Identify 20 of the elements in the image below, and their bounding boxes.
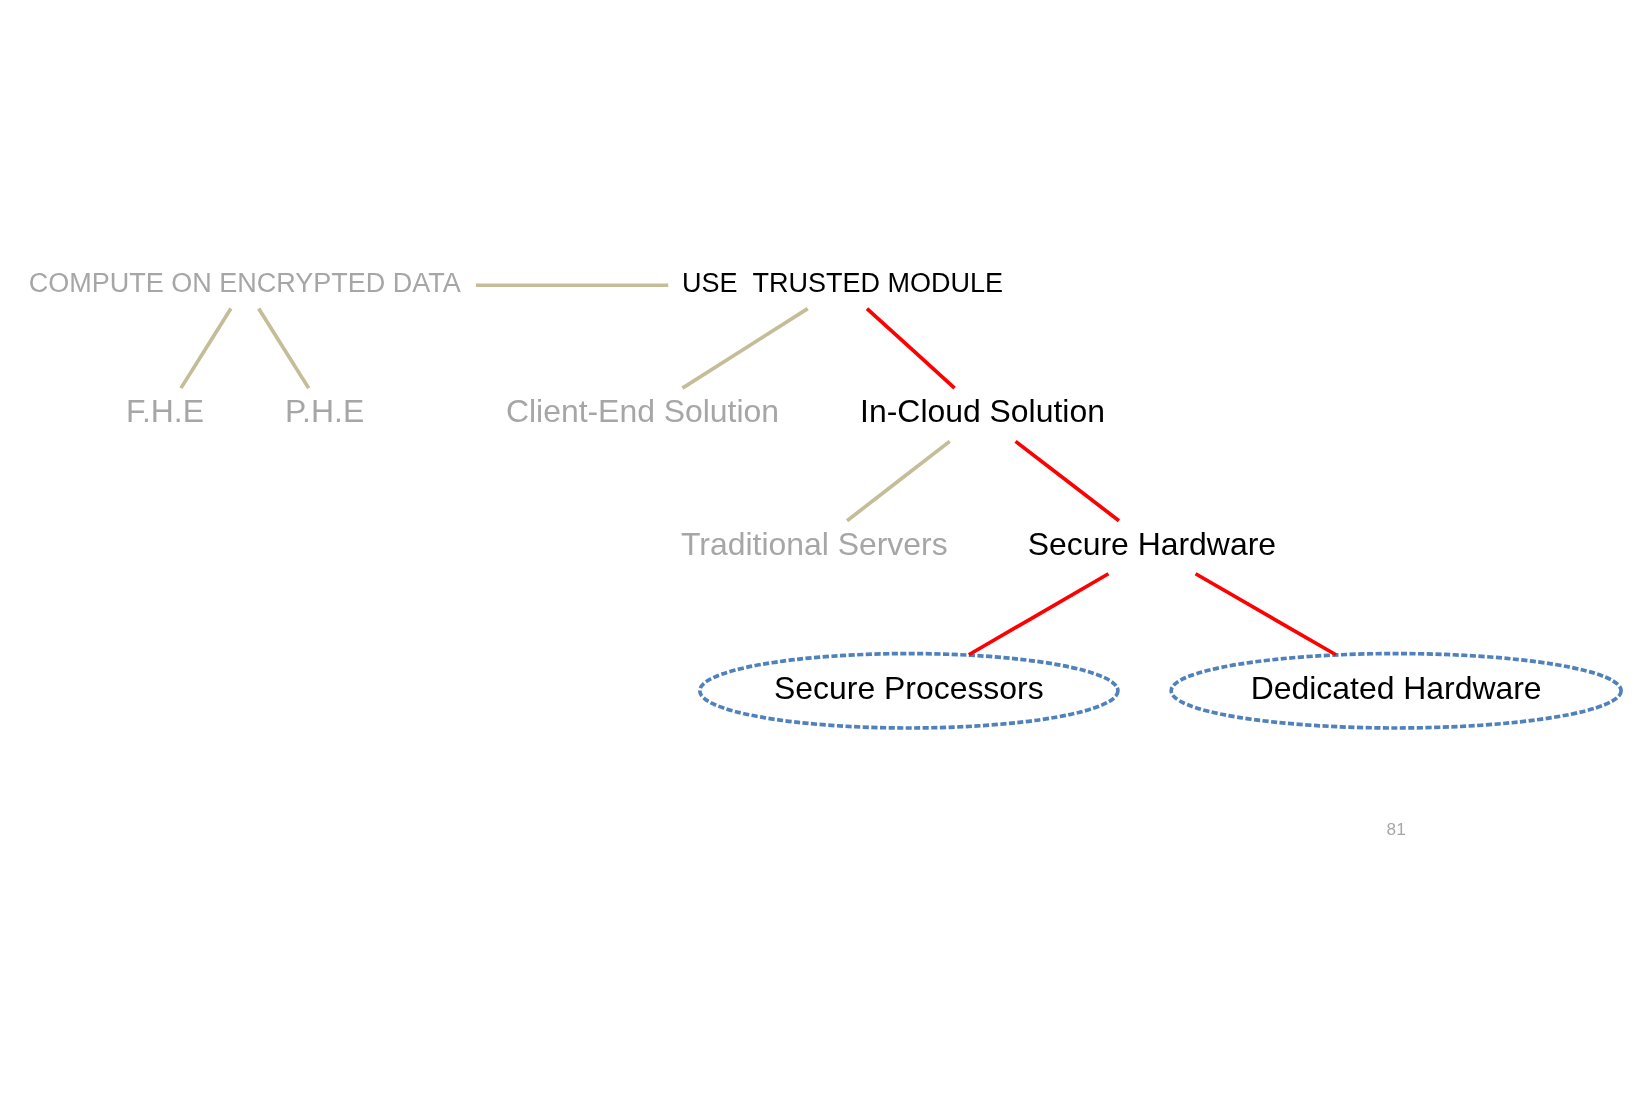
connector — [967, 571, 1110, 656]
node-text: In-Cloud Solution — [860, 392, 1105, 429]
node-text: F.H.E — [126, 392, 205, 429]
node-text: Secure Hardware — [1027, 525, 1277, 562]
node-text: Client-End Solution — [505, 392, 780, 429]
connector — [865, 306, 956, 389]
node-text: USE TRUSTED MODULE — [682, 267, 1004, 298]
label: 81 — [1386, 818, 1406, 839]
connector — [257, 307, 311, 389]
connector — [179, 307, 233, 389]
connector — [1014, 439, 1121, 522]
node-ellipse: Dedicated Hardware — [1169, 651, 1623, 730]
node-text: P.H.E — [284, 392, 365, 429]
connector — [845, 439, 951, 522]
connector — [1194, 571, 1337, 656]
node-ellipse: Secure Processors — [697, 651, 1120, 730]
node-text: COMPUTE ON ENCRYPTED DATA — [28, 267, 461, 298]
connector — [475, 282, 669, 287]
node-text: Traditional Servers — [681, 525, 948, 562]
connector — [681, 306, 809, 390]
